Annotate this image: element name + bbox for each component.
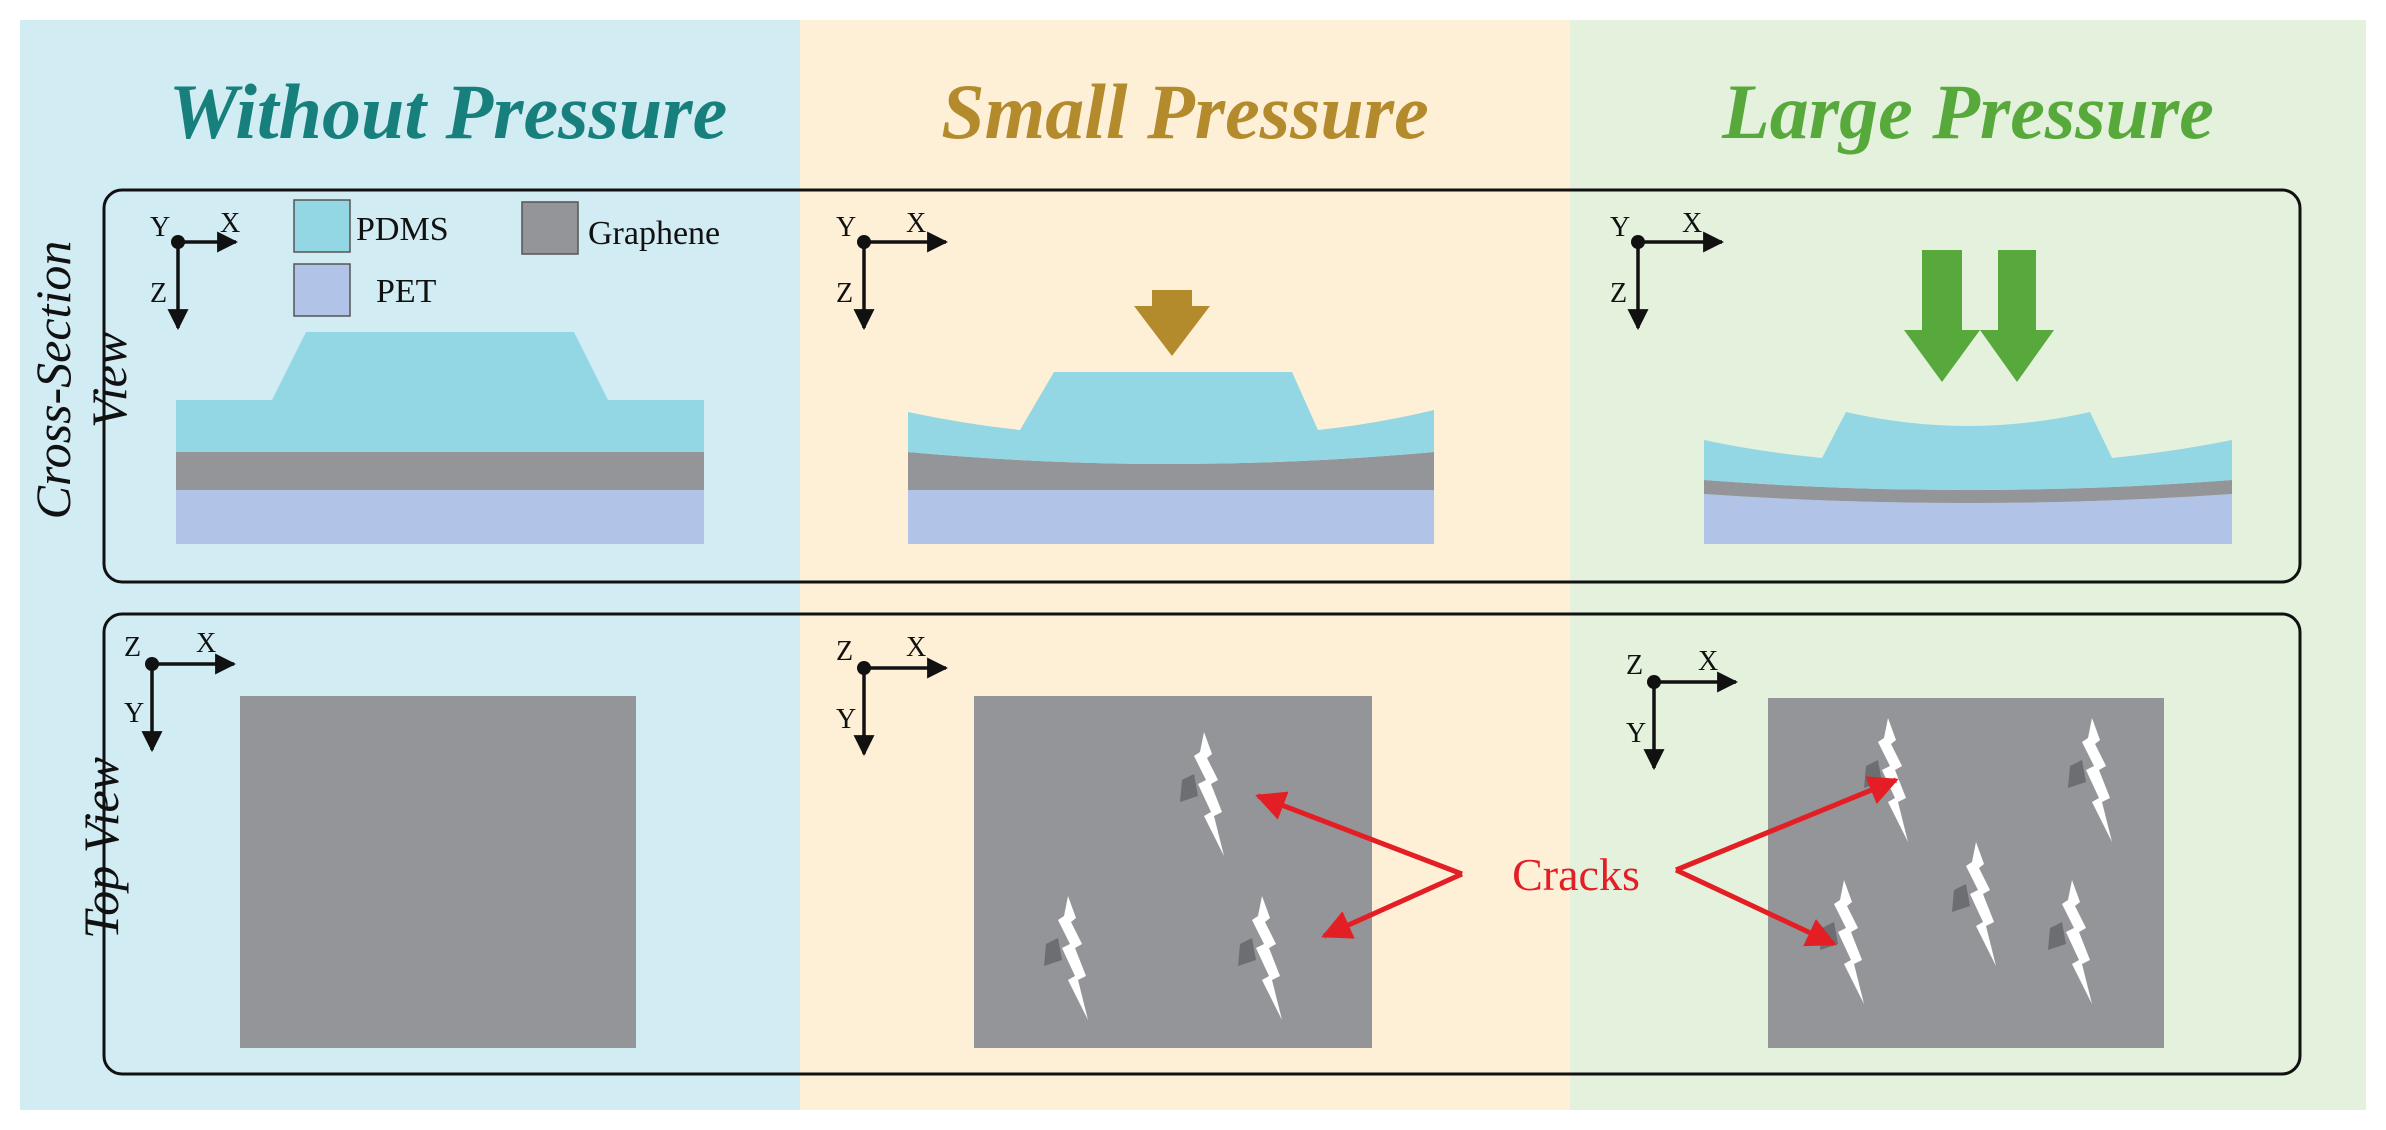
cross-section-axes-3: Y X Z (1610, 208, 1725, 331)
crack (1238, 896, 1282, 1020)
cracks-label: Cracks (1512, 849, 1640, 900)
axis-label-z: Z (1610, 278, 1627, 309)
axis-label-x: X (906, 632, 926, 663)
graphene-square-small-pressure (974, 696, 1372, 1048)
cross-section-row-label: Cross-Section View (25, 241, 137, 520)
axis-label-y: Y (836, 212, 856, 243)
callout-arrow (1255, 791, 1463, 877)
top-view-axes-1: Z X Y (124, 628, 237, 753)
axis-label-x: X (196, 628, 216, 659)
legend-label-graphene: Graphene (588, 215, 720, 252)
cross-section-label-line1: Cross-Section (25, 241, 81, 520)
axis-label-z: Z (150, 278, 167, 309)
axis-label-z: Z (836, 278, 853, 309)
graphene-layer (1704, 480, 2232, 503)
cross-section-without-pressure (176, 332, 704, 544)
crack (1180, 732, 1224, 856)
top-view-axes-2: Z X Y (836, 632, 949, 757)
title-without-pressure: Without Pressure (169, 68, 727, 155)
callout-arrow (1674, 867, 1837, 947)
crack (1952, 842, 1996, 966)
top-view-axes-3: Z X Y (1626, 646, 1739, 771)
axis-label-x: X (1698, 646, 1718, 677)
cross-section-axes-1: Y X Z (150, 208, 240, 331)
top-view-row-label: Top View (73, 757, 129, 939)
cracks-callout: Cracks (1255, 776, 1899, 947)
title-large-pressure: Large Pressure (1721, 68, 2214, 155)
pet-layer (176, 490, 704, 544)
pdms-layer (1704, 412, 2232, 490)
pdms-layer (176, 332, 704, 452)
callout-arrow (1321, 871, 1464, 939)
axis-label-z: Z (1626, 650, 1643, 681)
axis-label-z: Z (124, 632, 141, 663)
graphene-square-large-pressure (1768, 698, 2164, 1048)
cross-section-label-line2: View (81, 332, 137, 428)
cross-section-large-pressure (1704, 250, 2232, 544)
axis-label-y: Y (1626, 718, 1646, 749)
legend-label-pet: PET (376, 273, 437, 310)
callout-arrow (1675, 776, 1899, 873)
axis-label-x: X (1682, 208, 1702, 239)
cross-section-small-pressure (908, 290, 1434, 544)
axis-label-x: X (220, 208, 240, 239)
pdms-layer (908, 372, 1434, 464)
cross-section-panel (102, 188, 2302, 584)
axis-label-x: X (906, 208, 926, 239)
pressure-arrow-large-left (1904, 250, 1980, 382)
pressure-arrow-small (1134, 290, 1210, 356)
axis-label-y: Y (1610, 212, 1630, 243)
pet-layer (1704, 494, 2232, 544)
legend-swatch-pdms (293, 199, 351, 253)
cracks-small-pressure (1044, 732, 1282, 1020)
legend-label-pdms: PDMS (356, 211, 449, 248)
pressure-arrow-large-right (1980, 250, 2054, 382)
crack (2068, 718, 2112, 842)
legend-swatch-graphene (521, 201, 579, 255)
axis-label-y: Y (836, 704, 856, 735)
axis-label-z: Z (836, 636, 853, 667)
axis-label-y: Y (150, 212, 170, 243)
cross-section-axes-2: Y X Z (836, 208, 949, 331)
crack (2048, 880, 2092, 1004)
legend-swatch-pet (293, 263, 351, 317)
pet-layer (908, 490, 1434, 544)
top-view-label: Top View (73, 757, 129, 939)
axis-label-y: Y (124, 698, 144, 729)
graphene-layer (176, 452, 704, 490)
title-small-pressure: Small Pressure (941, 68, 1429, 155)
crack (1044, 896, 1088, 1020)
top-view-panel (102, 612, 2302, 1076)
graphene-square-without-pressure (240, 696, 636, 1048)
graphene-layer (908, 452, 1434, 490)
